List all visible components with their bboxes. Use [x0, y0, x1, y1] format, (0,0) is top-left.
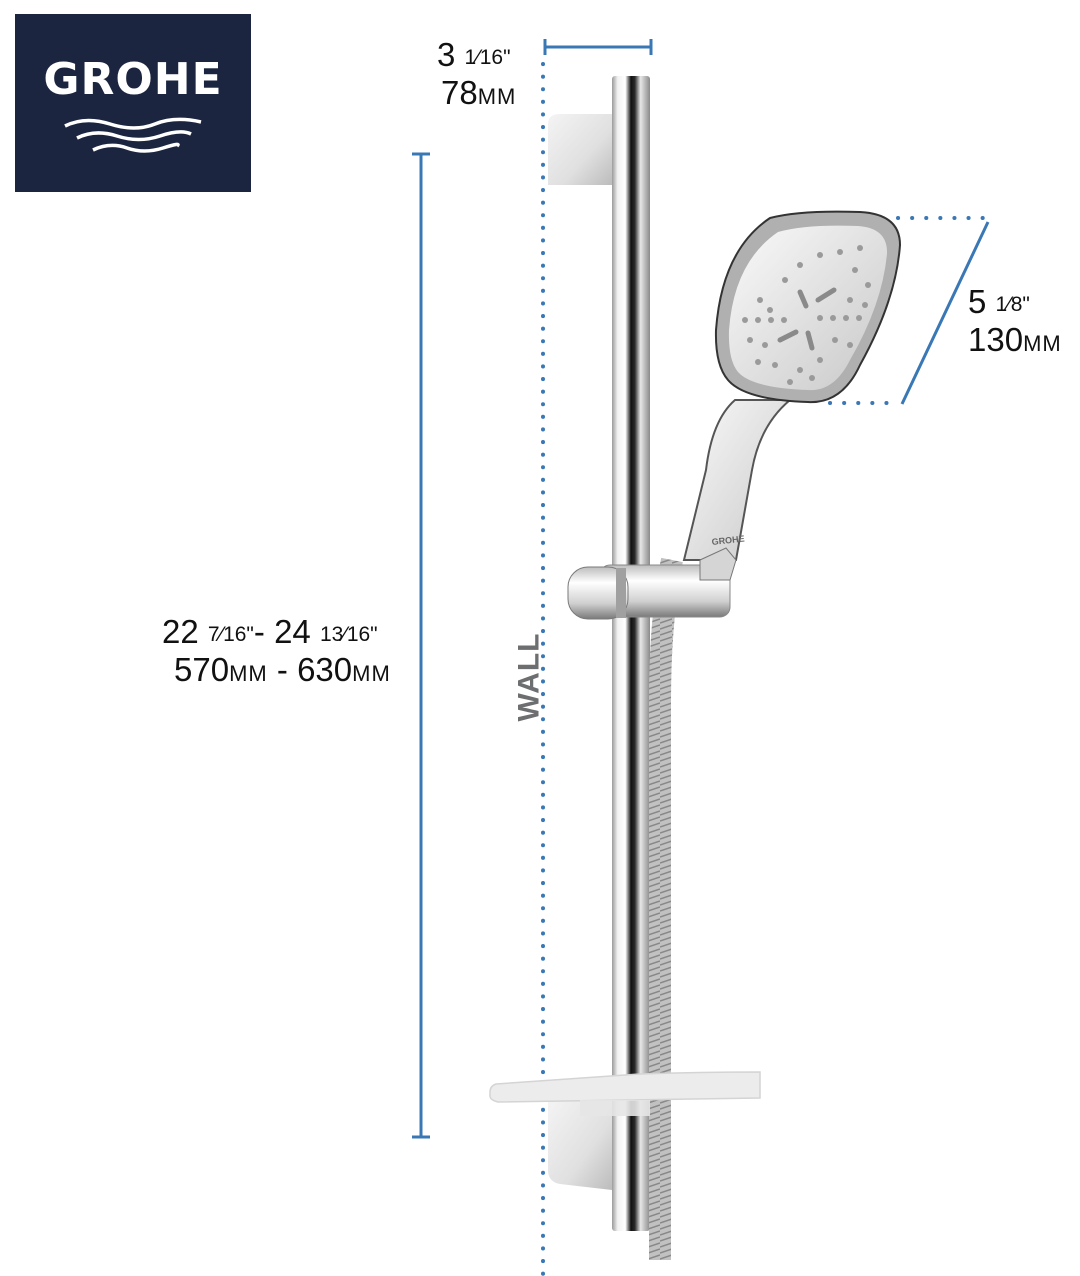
handset-brand-mark: GROHE [711, 534, 745, 547]
length-max-frac: 13⁄16" [319, 623, 378, 646]
head-width-mm-value: 130 [968, 321, 1024, 358]
shower-rail [612, 76, 650, 1231]
head-width-mm-unit: MM [1023, 331, 1062, 356]
length-separator: - [253, 613, 265, 650]
depth-mm-value: 78 [441, 74, 478, 111]
length-max-inch: 24 [274, 613, 311, 650]
wall-text: WALL [512, 632, 546, 722]
grohe-logo: GROHE [15, 14, 251, 192]
length-mm-min: 570 [174, 651, 230, 688]
head-width-dimension [828, 216, 990, 405]
head-width-label: 5 1⁄8" 130MM [968, 283, 1062, 363]
length-dimension-line [412, 152, 430, 1139]
depth-mm-unit: MM [477, 84, 517, 109]
top-wall-bracket [548, 114, 612, 185]
water-waves-icon [64, 117, 202, 153]
length-mm-unit-max: MM [352, 661, 391, 686]
wall-label: WALL [490, 630, 560, 730]
length-mm-separator: - [276, 651, 288, 688]
length-min-frac: 7⁄16" [207, 623, 254, 646]
depth-dimension-line [543, 39, 653, 55]
depth-inch-frac: 1⁄16" [464, 46, 511, 69]
bottom-wall-bracket [548, 1100, 612, 1190]
length-mm-max: 630 [297, 651, 353, 688]
soap-shelf [489, 1071, 761, 1116]
length-mm-unit-min: MM [229, 661, 268, 686]
hand-shower-handle [682, 399, 793, 561]
rail-length-label: 22 7⁄16"- 24 13⁄16" 570MM - 630MM [162, 613, 391, 693]
head-width-inch-frac: 1⁄8" [995, 293, 1030, 316]
depth-label: 3 1⁄16" 78MM [437, 36, 516, 116]
length-min-inch: 22 [162, 613, 199, 650]
depth-inch-whole: 3 [437, 36, 456, 73]
head-width-inch-whole: 5 [968, 283, 987, 320]
logo-wordmark: GROHE [43, 54, 223, 105]
hand-shower-head [714, 210, 902, 404]
slider-holder [567, 547, 737, 620]
